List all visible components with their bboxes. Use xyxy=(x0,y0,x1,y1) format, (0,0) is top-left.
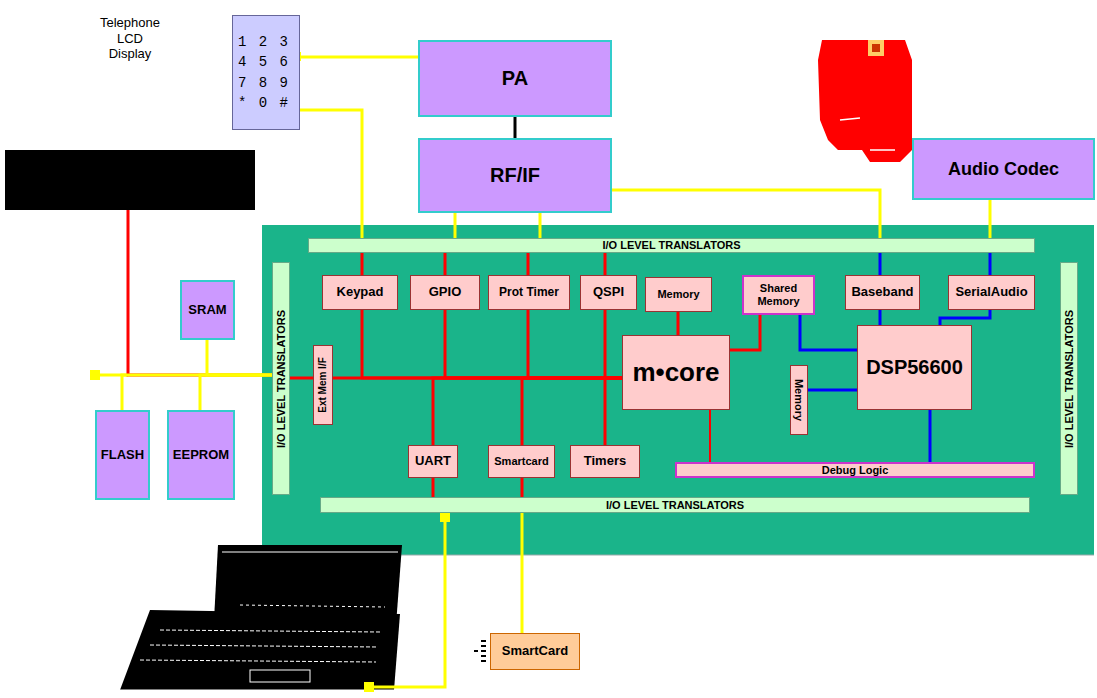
bus-wire xyxy=(122,375,272,410)
bus-wire xyxy=(677,312,680,335)
bus-wire xyxy=(539,213,542,238)
bus-wire xyxy=(362,310,622,378)
smartcard-device: SmartCard xyxy=(490,633,580,670)
codec-block: Audio Codec xyxy=(912,138,1095,200)
peripheral-block: Timers xyxy=(570,445,640,478)
node-label: SRAM xyxy=(188,303,226,318)
bus-wire xyxy=(800,315,857,350)
node-label: UART xyxy=(415,454,451,469)
peripheral-block: SerialAudio xyxy=(948,275,1035,310)
bus-wire xyxy=(527,253,530,275)
memory-block: Memory xyxy=(790,365,808,435)
bus-wire xyxy=(300,110,362,238)
node-label: m•core xyxy=(632,358,719,388)
bus-wire xyxy=(709,410,711,462)
phone-illustration xyxy=(818,40,912,162)
bus-wire xyxy=(989,253,992,275)
bus-wire xyxy=(730,315,760,350)
node-label: Debug Logic xyxy=(822,464,889,477)
node-label: Memory xyxy=(793,379,806,421)
display-heading: Telephone LCD Display xyxy=(96,15,164,62)
memory-block: Memory xyxy=(645,277,712,312)
node-label: Prot Timer xyxy=(499,286,559,300)
bus-wire xyxy=(879,253,882,275)
pa-block: PA xyxy=(418,40,612,117)
bus-wire xyxy=(128,210,272,375)
bus-wire xyxy=(929,410,932,462)
node-label: Shared Memory xyxy=(745,282,812,307)
bus-wire xyxy=(808,389,857,392)
bus-wire xyxy=(605,310,622,378)
peripheral-block: QSPI xyxy=(580,275,637,310)
bus-wire xyxy=(200,375,272,410)
bus-wire xyxy=(433,378,622,445)
node-label: GPIO xyxy=(429,285,462,300)
peripheral-block: UART xyxy=(408,445,458,478)
node-label: I/O LEVEL TRANSLATORS xyxy=(1063,309,1076,447)
debug-block: Debug Logic xyxy=(675,462,1035,478)
bus-wire xyxy=(989,200,992,238)
peripheral-block: Keypad xyxy=(322,275,398,310)
lcd-display: Telephone LCD Display xyxy=(5,150,255,210)
peripheral-block: Smartcard xyxy=(488,445,555,478)
node-label: DSP56600 xyxy=(866,356,963,379)
laptop-illustration xyxy=(118,545,402,690)
bus-wire xyxy=(604,253,607,275)
node-label: Timers xyxy=(584,454,626,469)
bus-wire xyxy=(514,117,517,138)
bus-wire xyxy=(605,378,622,445)
bus-wire xyxy=(361,253,364,275)
node-label: QSPI xyxy=(593,285,624,300)
laptop-wire xyxy=(364,513,450,692)
bus-wire xyxy=(207,340,272,375)
translator-band: I/O LEVEL TRANSLATORS xyxy=(308,238,1035,253)
node-label: FLASH xyxy=(101,448,144,463)
node-label: Baseband xyxy=(851,285,913,300)
peripheral-block: GPIO xyxy=(410,275,480,310)
chip-region xyxy=(262,225,1094,555)
translator-band: I/O LEVEL TRANSLATORS xyxy=(1060,262,1078,495)
node-label: I/O LEVEL TRANSLATORS xyxy=(275,309,288,447)
node-label: Audio Codec xyxy=(948,159,1059,180)
node-label: SerialAudio xyxy=(955,285,1027,300)
bus-wire xyxy=(612,190,880,238)
flash-block: FLASH xyxy=(95,410,150,500)
node-label: EEPROM xyxy=(173,448,229,463)
bus-wire xyxy=(432,478,435,497)
node-label: Smartcard xyxy=(494,455,548,468)
translator-band: I/O LEVEL TRANSLATORS xyxy=(320,497,1030,513)
bus-wire xyxy=(290,377,313,380)
node-label: PA xyxy=(502,67,528,90)
node-label: SmartCard xyxy=(502,644,568,659)
node-label: RF/IF xyxy=(490,164,540,187)
dsp-core: DSP56600 xyxy=(857,325,972,410)
node-label: Memory xyxy=(657,288,699,301)
node-label: 1 2 3 4 5 6 7 8 9 * 0 # xyxy=(238,32,294,113)
ext-mem-block: Ext Mem I/F xyxy=(313,345,333,425)
node-label: Ext Mem I/F xyxy=(317,357,329,413)
peripheral-block: Baseband xyxy=(845,275,920,310)
peripheral-block: Prot Timer xyxy=(488,275,570,310)
shared-memory-block: Shared Memory xyxy=(742,275,815,315)
eeprom-block: EEPROM xyxy=(167,410,235,500)
keypad-image: 1 2 3 4 5 6 7 8 9 * 0 # xyxy=(232,15,300,130)
smartcard-contacts xyxy=(474,640,486,662)
bus-wire xyxy=(444,253,447,275)
sram-block: SRAM xyxy=(180,280,235,340)
bus-wire xyxy=(522,378,622,445)
cpu-core: m•core xyxy=(622,335,730,410)
bus-wire xyxy=(521,478,524,497)
translator-band: I/O LEVEL TRANSLATORS xyxy=(272,262,290,495)
rf-block: RF/IF xyxy=(418,138,612,213)
node-label: Keypad xyxy=(337,285,384,300)
node-label: I/O LEVEL TRANSLATORS xyxy=(606,499,744,512)
bus-wire xyxy=(879,310,882,325)
node-label: I/O LEVEL TRANSLATORS xyxy=(602,239,740,252)
bus-wire xyxy=(454,213,457,238)
bus-wire xyxy=(521,513,524,633)
bus-wire xyxy=(940,310,990,325)
bus-wire xyxy=(528,310,622,378)
bus-wire xyxy=(445,310,622,378)
